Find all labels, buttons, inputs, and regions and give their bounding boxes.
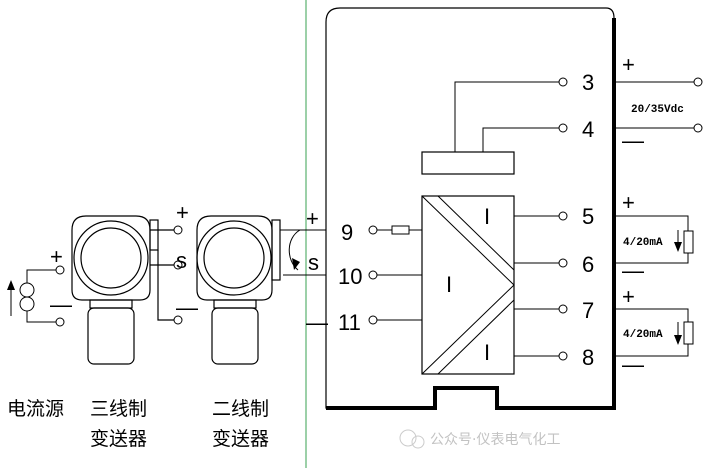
tw3-plus: + xyxy=(176,200,189,225)
terminal-4: 4 xyxy=(582,117,594,142)
label-I-top: I xyxy=(484,204,490,229)
loop2-bottom xyxy=(614,344,689,357)
caption-two-wire-2: 变送器 xyxy=(212,428,269,450)
supply-minus: — xyxy=(622,128,644,153)
watermark: 公众号·仪表电气化工 xyxy=(399,429,560,449)
in-s: s xyxy=(308,250,319,275)
isolator-housing xyxy=(325,7,615,409)
terminal-10: 10 xyxy=(338,264,362,289)
caption-two-wire-1: 二线制 xyxy=(212,398,269,420)
out2-plus: + xyxy=(622,284,635,309)
watermark-text: 公众号·仪表电气化工 xyxy=(430,432,560,448)
label-I-bottom: I xyxy=(484,340,490,365)
arrow1-head xyxy=(674,242,682,252)
current-source xyxy=(7,265,65,327)
out1-plus: + xyxy=(622,190,635,215)
label-I-left: I xyxy=(446,272,452,297)
ext-terminal-4 xyxy=(693,123,703,133)
load-resistor-1 xyxy=(683,230,694,254)
supply-plus: + xyxy=(622,52,635,77)
power-block xyxy=(421,151,515,175)
wire-4 xyxy=(482,127,563,152)
out2-label: 4/20mA xyxy=(623,329,663,341)
in-plus: + xyxy=(306,206,319,231)
load-resistor-2 xyxy=(683,321,694,345)
caption-three-wire-2: 变送器 xyxy=(90,428,147,450)
terminal-7: 7 xyxy=(582,298,594,323)
inner-terminals xyxy=(368,77,568,361)
out1-label: 4/20mA xyxy=(623,237,663,249)
terminal-8: 8 xyxy=(582,345,594,370)
loop2-top xyxy=(614,308,689,322)
tw3-minus: — xyxy=(176,295,198,320)
s-arrow xyxy=(292,258,300,270)
source-plus: + xyxy=(50,244,63,269)
out1-minus: — xyxy=(622,258,644,283)
chevron-line-2 xyxy=(437,195,515,271)
terminal-11: 11 xyxy=(338,310,361,335)
wire-3 xyxy=(454,81,563,152)
loop1-bottom xyxy=(614,253,689,264)
terminal-9: 9 xyxy=(341,220,353,245)
supply-label: 20/35Vdc xyxy=(631,104,684,116)
housing-shadow xyxy=(326,18,616,410)
loop1-top xyxy=(614,215,689,231)
caption-current-source: 电流源 xyxy=(7,398,64,420)
arrow2-head xyxy=(674,335,682,345)
two-wire-transmitter xyxy=(196,215,281,365)
isolator-block xyxy=(421,195,515,375)
chevron-line-3 xyxy=(437,299,515,375)
in-minus: — xyxy=(306,310,328,335)
terminal-3: 3 xyxy=(582,70,594,95)
three-wire-transmitter xyxy=(71,215,175,365)
terminal-6: 6 xyxy=(582,252,594,277)
three-wire-terminals xyxy=(173,225,183,325)
chevron-inner-1 xyxy=(421,195,515,375)
terminal-5: 5 xyxy=(582,204,594,229)
source-minus: — xyxy=(50,292,72,317)
resistor-9 xyxy=(391,225,410,235)
ext-terminal-3 xyxy=(693,77,703,87)
caption-three-wire-1: 三线制 xyxy=(90,398,147,420)
out2-minus: — xyxy=(622,352,644,377)
tw3-s: s xyxy=(176,248,187,273)
